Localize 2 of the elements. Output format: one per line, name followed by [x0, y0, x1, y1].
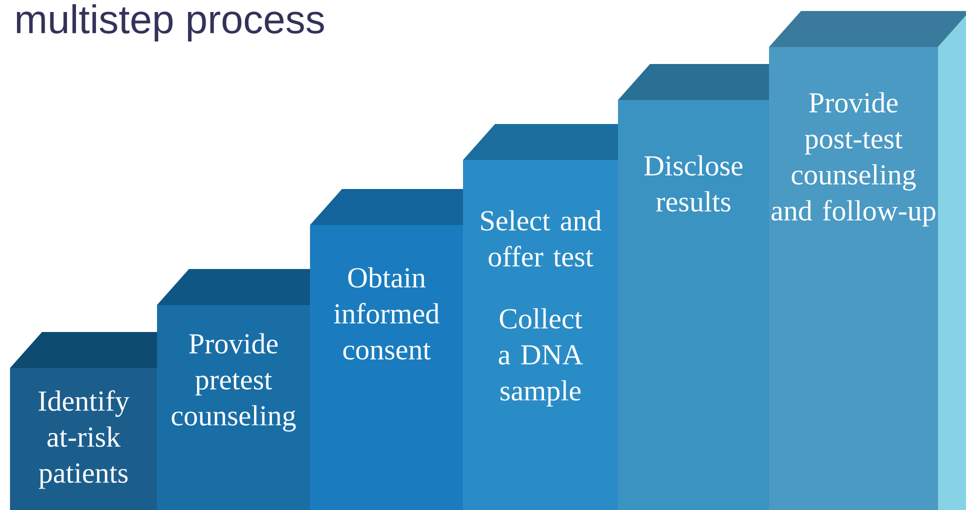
title: multistep process [16, 4, 324, 42]
step-bar: Provide post-test counseling and follow-up [769, 11, 966, 510]
